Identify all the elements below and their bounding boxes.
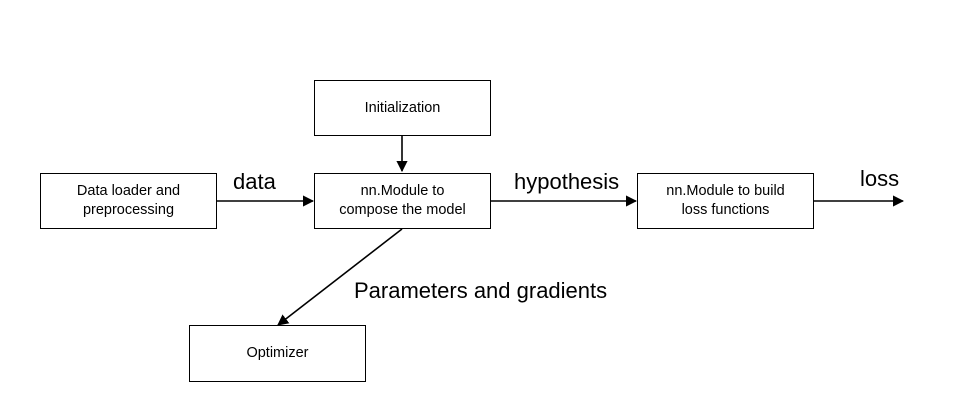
data-loader-box: Data loader and preprocessing [40, 173, 217, 229]
arrow-model-to-optimizer [277, 228, 403, 326]
loss-edge-label: loss [860, 166, 900, 191]
optimizer-box: Optimizer [189, 325, 366, 382]
parameters-gradients-edge-label: Parameters and gradients [354, 278, 608, 303]
hypothesis-edge-label: hypothesis [514, 169, 620, 194]
model-box: nn.Module to compose the model [314, 173, 491, 229]
initialization-box: Initialization [314, 80, 491, 136]
data-edge-label: data [233, 169, 276, 194]
loss-module-box: nn.Module to build loss functions [637, 173, 814, 229]
